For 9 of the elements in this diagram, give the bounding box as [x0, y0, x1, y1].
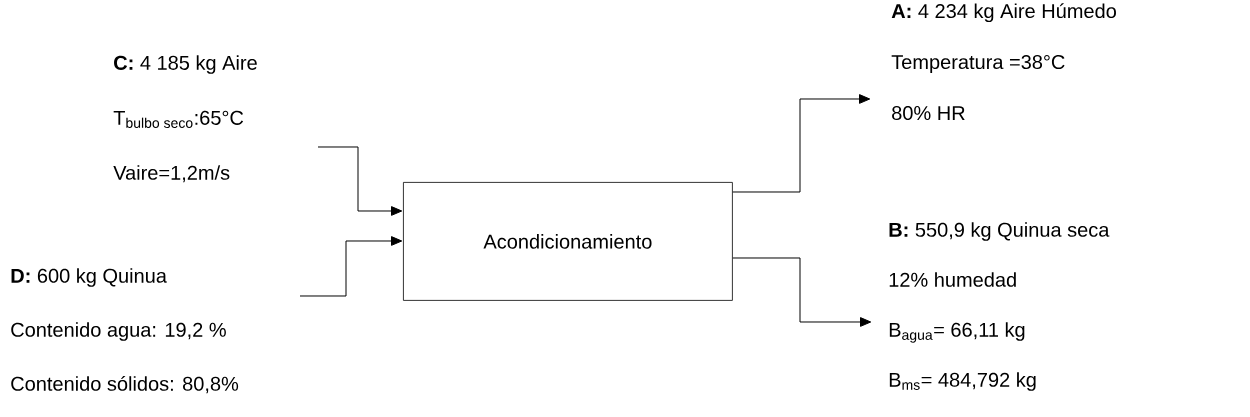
- arrow: [299, 236, 403, 297]
- arrow: [317, 146, 403, 216]
- process-box: Acondicionamiento: [403, 182, 733, 301]
- stream-label: A: 4 234 kg Aire Húmedo Temperatura =38°C 80% HR: [891, 3, 1116, 121]
- arrow: [732, 257, 872, 327]
- stream-label: C: 4 185 kg Aire $\text{T}_{\text{bulbo seco}}\text{:65°C}$ Vaire=1,2m/s: [113, 55, 257, 183]
- stream-label: D: 600 kg Quinua Contenido agua: 19,2 % Contenido sólidos: 80,8%: [11, 268, 239, 394]
- arrow: [732, 94, 871, 193]
- stream-label: B: 550,9 kg Quinua seca 12% humedad $\text{B}_{\text{agua}}\text{= 66,11 kg}$ $\text{B}_{\text{ms}}\text{= 484,792 kg}$: [889, 222, 1110, 391]
